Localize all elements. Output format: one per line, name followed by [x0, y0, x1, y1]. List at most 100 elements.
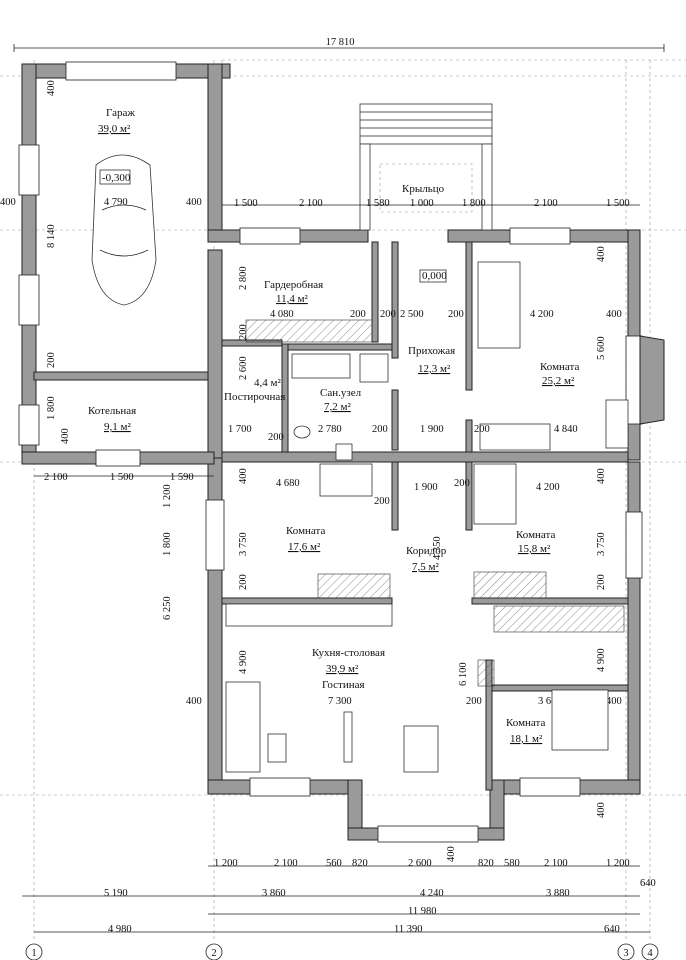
desk-1	[605, 399, 629, 449]
axis-1: 1	[31, 948, 36, 959]
hall-area: 12,3 м²	[418, 363, 451, 375]
axis-4: 4	[647, 948, 653, 959]
house-walls	[21, 227, 665, 843]
dim-row-mid-0: 2 100	[44, 472, 68, 483]
corridor-name: Коридор	[406, 545, 447, 557]
wardrobe-shelves	[245, 319, 373, 343]
bath-area: 7,2 м²	[324, 401, 351, 413]
garage-name: Гараж	[106, 107, 135, 119]
dim-row-mid-2: 1 590	[170, 472, 194, 483]
room2-name: Комната	[286, 525, 325, 537]
axis-2: 2	[211, 948, 216, 959]
dim-200-f: 200	[374, 496, 390, 507]
dim-4080: 4 080	[270, 309, 294, 320]
garage-width: 4 790	[104, 197, 128, 208]
dim-4200-b: 4 200	[536, 482, 560, 493]
dim-b1-1: 2 100	[274, 858, 298, 869]
dim-4200-a: 4 200	[530, 309, 554, 320]
dim-400-h: 400	[238, 468, 249, 484]
dim-400-e: 400	[186, 696, 202, 707]
dim-200-a: 200	[350, 309, 366, 320]
dim-b2-2: 4 240	[420, 888, 444, 899]
axis-3: 3	[623, 948, 628, 959]
room4-name: Комната	[506, 717, 545, 729]
car-icon	[91, 154, 157, 306]
dimension-top: 17 810	[13, 37, 665, 52]
dim-400-r3: 400	[596, 468, 607, 484]
dim-3750-b: 3 750	[596, 532, 607, 556]
dim-200-d: 200	[372, 424, 388, 435]
garage-walls	[18, 61, 231, 465]
dim-b2-1: 3 860	[262, 888, 286, 899]
hall-name: Прихожая	[408, 345, 455, 357]
dim-200-v-a: 200	[238, 324, 249, 340]
dim-b1-6: 580	[504, 858, 520, 869]
room3-area: 15,8 м²	[518, 543, 551, 555]
toilet	[293, 425, 311, 439]
corridor-area: 7,5 м²	[412, 561, 439, 573]
dim-200-h: 200	[238, 574, 249, 590]
dim-top-total: 17 810	[326, 37, 355, 48]
dim-200-g: 200	[46, 352, 57, 368]
dim-200-c: 200	[268, 432, 284, 443]
dim-b2-3: 3 880	[546, 888, 570, 899]
dim-200-b: 200	[380, 309, 396, 320]
kitchen-area: 39,9 м²	[326, 663, 359, 675]
dim-200-e: 200	[474, 424, 490, 435]
dim-400-r: 400	[596, 246, 607, 262]
dim-1900-b: 1 900	[414, 482, 438, 493]
bed-4	[551, 689, 609, 751]
dimension-row-total: 11 980	[208, 906, 640, 917]
hall-level: 0,000	[422, 270, 447, 282]
dim-4680: 4 680	[276, 478, 300, 489]
dim-b1-2: 560	[326, 858, 342, 869]
room1-name: Комната	[540, 361, 579, 373]
boiler-area: 9,1 м²	[104, 421, 131, 433]
bath-name: Сан.узел	[320, 387, 362, 399]
dim-200-j: 200	[466, 696, 482, 707]
sofa	[225, 681, 261, 773]
dim-400-m: 400	[596, 802, 607, 818]
dim-b3-0: 4 980	[108, 924, 132, 935]
room1-area: 25,2 м²	[542, 375, 575, 387]
dim-2800: 2 800	[238, 266, 249, 290]
dimension-row-mid: 2 100 1 500 1 590	[34, 472, 214, 483]
wardrobe-name: Гардеробная	[264, 279, 323, 291]
dim-400-g: 400	[60, 428, 71, 444]
dimension-row-b3: 4 980 11 390 640	[34, 924, 650, 935]
dim-400-b: 400	[186, 197, 202, 208]
interior-walls	[221, 241, 629, 791]
dim-row-top-4: 1 800	[462, 198, 486, 209]
dim-1800-g: 1 800	[46, 396, 57, 420]
kitchen-sub: Гостиная	[322, 679, 365, 691]
dim-b1-8: 1 200	[606, 858, 630, 869]
dim-3750-a: 3 750	[238, 532, 249, 556]
dim-b1-0: 1 200	[214, 858, 238, 869]
dim-row-top-3: 1 000	[410, 198, 434, 209]
dim-400-f: 400	[606, 696, 622, 707]
dim-4900-a: 4 900	[238, 650, 249, 674]
dim-row-mid-1: 1 500	[110, 472, 134, 483]
dining-table	[403, 725, 439, 773]
dim-b1-7: 2 100	[544, 858, 568, 869]
room2-closet	[317, 573, 391, 599]
dim-200-i: 200	[596, 574, 607, 590]
dim-b2-0: 5 190	[104, 888, 128, 899]
bed-1	[477, 261, 521, 349]
kitchen-counter	[225, 603, 393, 627]
dim-b1-3: 820	[352, 858, 368, 869]
dim-b3-1: 11 390	[394, 924, 423, 935]
boiler-name: Котельная	[88, 405, 136, 417]
dim-row-top-5: 2 100	[534, 198, 558, 209]
room4-closet	[493, 605, 625, 633]
room4-area: 18,1 м²	[510, 733, 543, 745]
dim-11980: 11 980	[408, 906, 437, 917]
laundry-area: 4,4 м²	[254, 377, 281, 389]
room2-area: 17,6 м²	[288, 541, 321, 553]
dim-b1-5: 820	[478, 858, 494, 869]
axis-markers: 1 2 3 4	[25, 943, 659, 960]
dim-4900-b: 4 900	[596, 648, 607, 672]
room3-closet	[473, 571, 547, 599]
dim-4350: 4 350	[432, 536, 443, 560]
